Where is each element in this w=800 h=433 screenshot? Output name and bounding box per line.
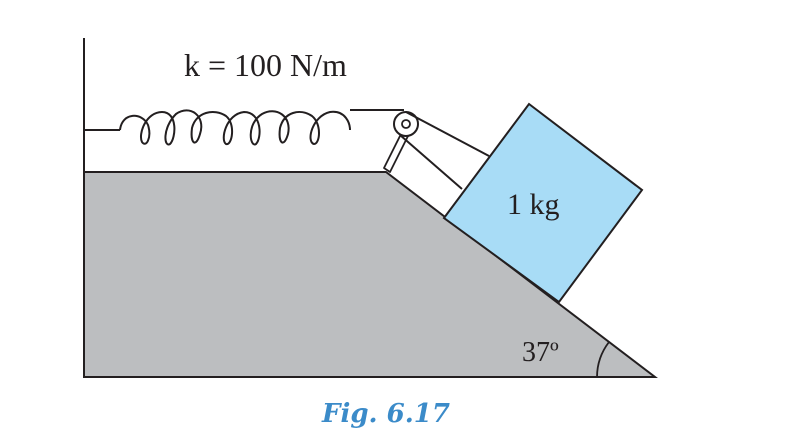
block — [442, 102, 644, 304]
figure-caption: Fig. 6.17 — [321, 399, 450, 429]
spring-coils — [119, 109, 351, 146]
pulley-hub — [401, 119, 411, 129]
string-to-block-top — [405, 111, 490, 157]
block-mass-label: 1 kg — [507, 188, 560, 221]
angle-arc — [596, 341, 610, 378]
angle-label: 37º — [522, 337, 559, 368]
incline-wedge — [83, 171, 658, 378]
string-to-block-bottom — [399, 134, 463, 190]
spring-constant-label: k = 100 N/m — [184, 47, 347, 83]
